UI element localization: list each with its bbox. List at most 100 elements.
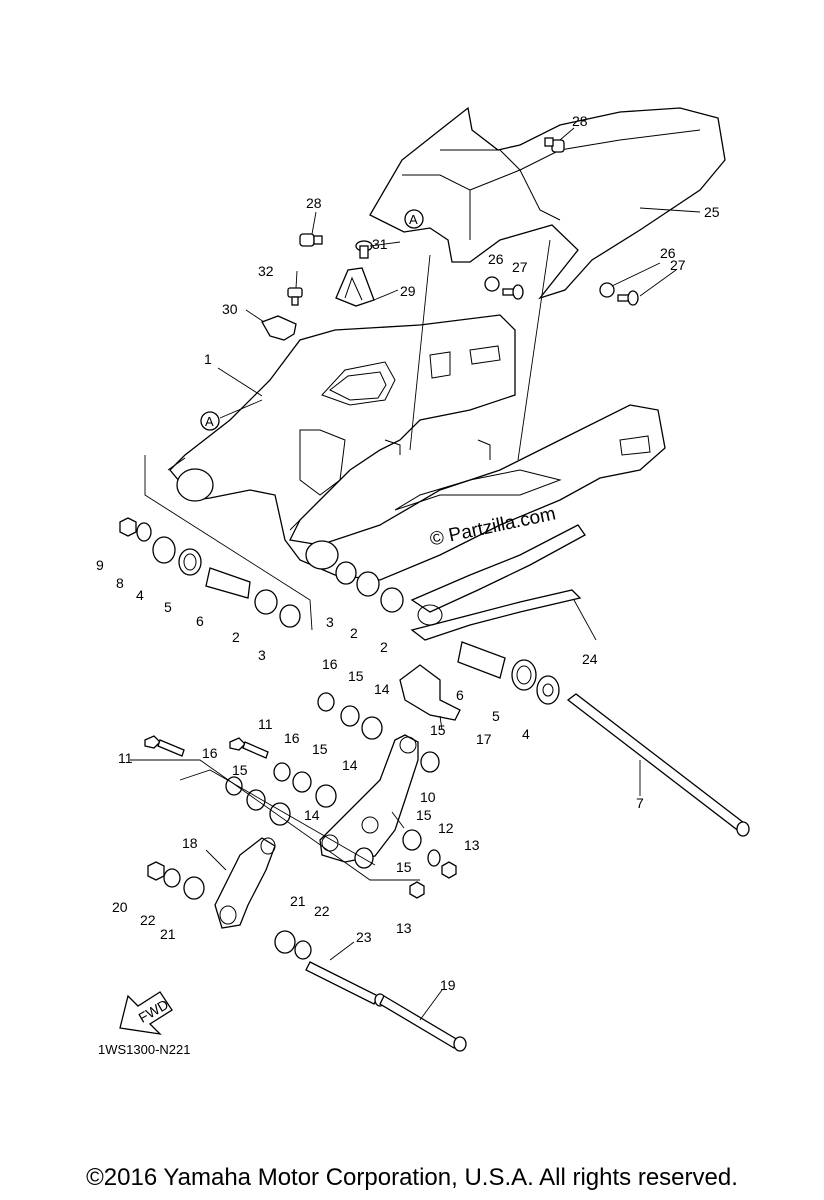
assembly-guide-lines [130, 239, 551, 881]
bearing-2-right[interactable] [380, 587, 404, 613]
callout-21: 21 [290, 893, 306, 909]
bolt-11-right[interactable] [229, 737, 269, 759]
callout-2: 2 [232, 629, 240, 645]
callout-15: 15 [396, 859, 412, 875]
callout-2: 2 [350, 625, 358, 641]
callout-11: 11 [258, 716, 273, 732]
nut-20[interactable] [147, 861, 165, 881]
callout-16: 16 [322, 656, 338, 672]
pivot-shaft-7[interactable] [566, 693, 750, 837]
fwd-arrow-icon: FWD [119, 991, 173, 1035]
seal-15-top[interactable] [340, 705, 360, 727]
bearing-2-mid[interactable] [356, 571, 380, 597]
bracket-30[interactable] [261, 315, 297, 341]
callout-31: 31 [372, 236, 388, 252]
callout-29: 29 [400, 283, 416, 299]
collar-6-left[interactable] [205, 567, 251, 599]
callout-24: 24 [582, 651, 598, 667]
callout-leaders [205, 127, 701, 1021]
seal-15-mid[interactable] [292, 771, 312, 793]
callout-5: 5 [492, 708, 500, 724]
bearing-14-top[interactable] [361, 716, 383, 740]
washer-12[interactable] [427, 849, 441, 867]
diagram-code: 1WS1300-N221 [98, 1042, 191, 1057]
callout-17: 17 [476, 731, 492, 747]
callout-25: 25 [704, 204, 720, 220]
seal-5-left[interactable] [178, 548, 202, 576]
cover-4-left[interactable] [152, 536, 176, 564]
callout-7: 7 [636, 795, 644, 811]
ref-mark-a-upper: A [404, 209, 424, 229]
seal-22-left[interactable] [163, 868, 181, 888]
seal-5-right[interactable] [511, 659, 537, 691]
callout-12: 12 [438, 820, 454, 836]
spacer-16-top[interactable] [317, 692, 335, 712]
callout-28: 28 [306, 195, 322, 211]
callout-15: 15 [312, 741, 328, 757]
callout-6: 6 [196, 613, 204, 629]
svg-text:A: A [205, 414, 214, 429]
seal-22-right[interactable] [294, 940, 312, 960]
collar-26-left[interactable] [484, 276, 500, 292]
bolt-31[interactable] [355, 240, 373, 259]
bolt-28-left[interactable] [299, 233, 323, 247]
seal-15-arm-low[interactable] [354, 847, 374, 869]
callout-14: 14 [374, 681, 390, 697]
callout-4: 4 [136, 587, 144, 603]
callout-15: 15 [430, 722, 446, 738]
connecting-rod-18[interactable] [214, 837, 276, 929]
callout-6: 6 [456, 687, 464, 703]
washer-8[interactable] [136, 522, 152, 542]
callout-32: 32 [258, 263, 274, 279]
callout-4: 4 [522, 726, 530, 742]
nut-13-right[interactable] [441, 861, 457, 879]
callout-27: 27 [512, 259, 528, 275]
callout-15: 15 [416, 807, 432, 823]
callout-18: 18 [182, 835, 198, 851]
callout-13: 13 [396, 920, 412, 936]
callout-20: 20 [112, 899, 128, 915]
bracket-29[interactable] [335, 267, 375, 307]
callout-14: 14 [304, 807, 320, 823]
chain-support-24[interactable] [410, 524, 586, 641]
bolt-27-left[interactable] [502, 284, 524, 300]
bearing-21-right[interactable] [274, 930, 296, 954]
collar-26-right[interactable] [599, 282, 615, 298]
callout-23: 23 [356, 929, 372, 945]
spacer-16-mid[interactable] [273, 762, 291, 782]
bearing-2-left[interactable] [254, 589, 278, 615]
callout-3: 3 [258, 647, 266, 663]
callout-8: 8 [116, 575, 124, 591]
seal-15-arm-right[interactable] [402, 829, 422, 851]
shaft-23[interactable] [305, 961, 386, 1007]
swingarm[interactable] [167, 314, 666, 581]
ref-mark-a-lower: A [200, 411, 220, 431]
callout-30: 30 [222, 301, 238, 317]
bracket-17[interactable] [399, 664, 461, 721]
bolt-32[interactable] [287, 287, 303, 306]
seal-3-left[interactable] [279, 604, 301, 628]
callout-26: 26 [660, 245, 676, 261]
bolt-19[interactable] [379, 995, 467, 1052]
callout-19: 19 [440, 977, 456, 993]
callout-10: 10 [420, 789, 436, 805]
callout-labels: 28 25 28 31 26 27 26 27 32 29 30 1 9 8 4… [96, 113, 720, 993]
bolt-11-left[interactable] [144, 735, 185, 757]
collar-6-right[interactable] [457, 641, 506, 679]
nut-9[interactable] [119, 517, 137, 537]
callout-28: 28 [572, 113, 588, 129]
nut-13-low[interactable] [409, 881, 425, 899]
callout-9: 9 [96, 557, 104, 573]
cover-4-right[interactable] [536, 675, 560, 705]
svg-text:A: A [409, 212, 418, 227]
callout-13: 13 [464, 837, 480, 853]
callout-3: 3 [326, 614, 334, 630]
seal-15-right[interactable] [420, 751, 440, 773]
callout-14: 14 [342, 757, 358, 773]
bearing-21-left[interactable] [183, 876, 205, 900]
bolt-28-right[interactable] [544, 137, 565, 153]
bolt-27-right[interactable] [617, 290, 639, 306]
bearing-14-mid[interactable] [315, 784, 337, 808]
seal-3-right[interactable] [335, 561, 357, 585]
